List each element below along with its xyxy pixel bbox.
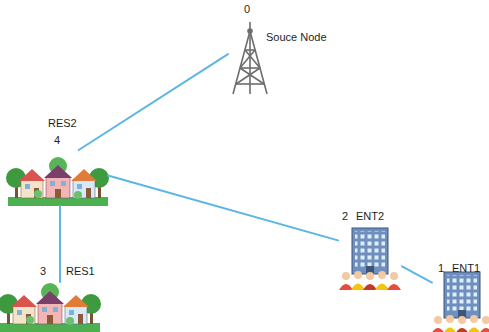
link-stroke bbox=[79, 54, 228, 150]
icon-node: 1ENT1 bbox=[432, 278, 487, 332]
houses-icon bbox=[0, 283, 101, 332]
icon-part bbox=[236, 83, 264, 85]
link-line bbox=[60, 206, 61, 282]
link-stroke bbox=[59, 206, 61, 282]
icon-part bbox=[248, 29, 252, 33]
node-label: 4 bbox=[54, 133, 60, 147]
icon-node: 3RES1 bbox=[0, 282, 100, 330]
link-stroke bbox=[108, 176, 338, 241]
link-stroke bbox=[402, 266, 432, 282]
link-line bbox=[79, 54, 228, 150]
icon-part bbox=[240, 67, 260, 69]
icon-node: 2ENT2 bbox=[338, 226, 402, 290]
node-label: 1 bbox=[438, 261, 444, 275]
houses-icon bbox=[6, 157, 109, 206]
icon-part bbox=[240, 50, 255, 68]
building-icon bbox=[339, 228, 401, 290]
icon-part bbox=[236, 68, 260, 84]
node-label: Souce Node bbox=[266, 30, 327, 44]
node-label: 2 bbox=[342, 209, 348, 223]
node-label: 0 bbox=[244, 2, 250, 16]
icon-node: RES24 bbox=[8, 150, 108, 206]
tower-icon bbox=[233, 22, 267, 94]
icon-node: 0Souce Node bbox=[228, 28, 272, 95]
link-line bbox=[402, 266, 432, 282]
node-label: ENT1 bbox=[452, 261, 480, 275]
node-label: RES2 bbox=[48, 116, 77, 130]
icon-part bbox=[240, 68, 264, 84]
node-label: ENT2 bbox=[356, 209, 384, 223]
node-label: RES1 bbox=[66, 264, 95, 278]
node-label: 3 bbox=[40, 264, 46, 278]
building-icon bbox=[431, 272, 489, 332]
link-line bbox=[108, 176, 338, 241]
